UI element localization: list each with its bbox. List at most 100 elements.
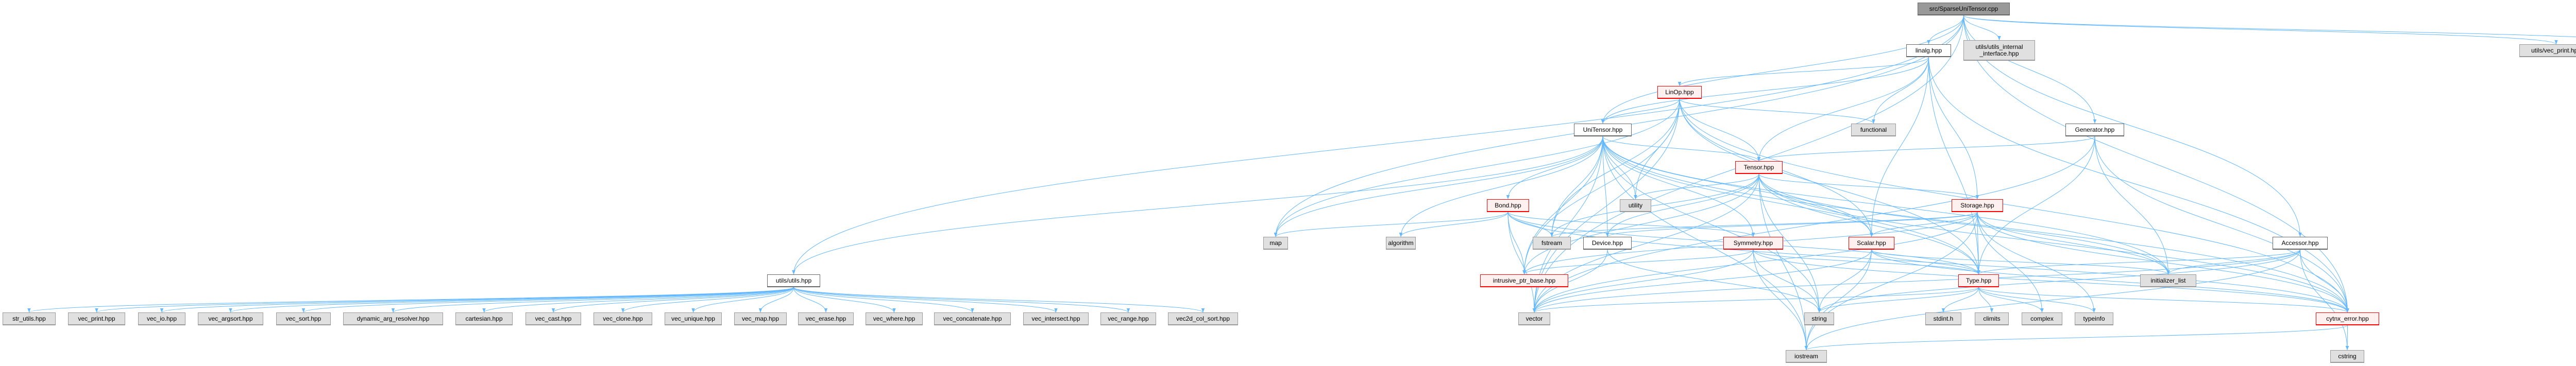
edge-cytnxerr-to-cstring xyxy=(2345,325,2349,351)
node-vec_argsort[interactable]: vec_argsort.hpp xyxy=(198,312,263,325)
node-initlist[interactable]: initializer_list xyxy=(2140,274,2196,287)
node-linop[interactable]: LinOp.hpp xyxy=(1657,86,1702,99)
node-complex[interactable]: complex xyxy=(2022,312,2062,325)
node-vec_erase[interactable]: vec_erase.hpp xyxy=(798,312,854,325)
edge-accessor-to-vector xyxy=(1532,249,2300,313)
edge-unitensor-to-iostream xyxy=(1602,136,1808,351)
node-tensor[interactable]: Tensor.hpp xyxy=(1735,161,1783,174)
edge-symmetry-to-string xyxy=(1753,249,1821,313)
edge-linop-to-map xyxy=(1274,98,1680,237)
edge-linop-to-type xyxy=(1679,98,1980,275)
edge-utils-to-cartesian xyxy=(482,287,794,313)
node-algorithm[interactable]: algorithm xyxy=(1386,237,1416,250)
node-vec_where[interactable]: vec_where.hpp xyxy=(866,312,923,325)
node-linalg[interactable]: linalg.hpp xyxy=(1906,44,1951,57)
node-vec_cast[interactable]: vec_cast.hpp xyxy=(526,312,581,325)
node-vec2d[interactable]: vec2d_col_sort.hpp xyxy=(1168,312,1238,325)
edge-bond-to-fstream xyxy=(1507,212,1554,237)
node-map[interactable]: map xyxy=(1263,237,1288,250)
node-unitensor[interactable]: UniTensor.hpp xyxy=(1574,124,1632,136)
edge-storage-to-typeinfo xyxy=(1977,212,2096,313)
node-fstream[interactable]: fstream xyxy=(1533,237,1571,250)
node-vec_sort[interactable]: vec_sort.hpp xyxy=(276,312,331,325)
edge-scalar-to-string xyxy=(1817,249,1872,313)
edge-storage-to-scalar xyxy=(1870,212,1978,237)
node-vec_unique[interactable]: vec_unique.hpp xyxy=(665,312,722,325)
edge-unitensor-to-tensor xyxy=(1602,136,1761,162)
node-uvp[interactable]: utils/vec_print.hpp xyxy=(2519,44,2576,57)
edge-unitensor-to-device xyxy=(1602,136,1609,237)
edge-linalg-to-type xyxy=(1928,57,1980,275)
node-climits[interactable]: climits xyxy=(1975,312,2009,325)
node-string[interactable]: string xyxy=(1804,312,1834,325)
edge-accessor-to-cytnxerr xyxy=(2300,249,2349,313)
node-functional[interactable]: functional xyxy=(1851,124,1896,136)
edge-utils-to-vec_where xyxy=(793,287,896,313)
edge-utils-to-vec_sort xyxy=(302,287,794,313)
node-utility[interactable]: utility xyxy=(1620,199,1651,212)
node-vec_intersect[interactable]: vec_intersect.hpp xyxy=(1023,312,1089,325)
edge-accessor-to-string xyxy=(1817,249,2300,313)
edge-utils-to-vec_intersect xyxy=(793,287,1058,313)
edge-utils-to-vec_erase xyxy=(793,287,828,313)
edge-symmetry-to-type xyxy=(1753,249,1980,275)
edge-utils-to-dyn xyxy=(392,287,794,313)
edge-tensor-to-type xyxy=(1758,173,1980,275)
edge-utils-to-vec_argsort xyxy=(229,287,794,313)
node-cstring[interactable]: cstring xyxy=(2330,350,2364,363)
node-type[interactable]: Type.hpp xyxy=(1958,274,1999,287)
node-generator[interactable]: Generator.hpp xyxy=(2065,124,2124,136)
edge-tensor-to-cytnxerr xyxy=(1758,173,2349,313)
node-src[interactable]: src/SparseUniTensor.cpp xyxy=(1918,3,2010,15)
node-intrusive[interactable]: intrusive_ptr_base.hpp xyxy=(1480,274,1568,287)
node-vec_range[interactable]: vec_range.hpp xyxy=(1100,312,1156,325)
node-vector[interactable]: vector xyxy=(1518,312,1550,325)
edge-utils-to-vec_unique xyxy=(691,287,794,313)
edge-unitensor-to-initlist xyxy=(1602,136,2170,275)
node-storage[interactable]: Storage.hpp xyxy=(1952,199,2003,212)
edge-type-to-climits xyxy=(1978,287,1994,313)
node-symmetry[interactable]: Symmetry.hpp xyxy=(1723,237,1783,250)
node-cartesian[interactable]: cartesian.hpp xyxy=(455,312,513,325)
node-scalar[interactable]: Scalar.hpp xyxy=(1849,237,1894,250)
node-vec_io[interactable]: vec_io.hpp xyxy=(138,312,185,325)
edge-tensor-to-string xyxy=(1758,173,1821,313)
edge-symmetry-to-intrusive xyxy=(1522,249,1754,275)
edge-generator-to-tensor xyxy=(1757,136,2095,162)
node-vec_map[interactable]: vec_map.hpp xyxy=(734,312,787,325)
node-vec_concatenate[interactable]: vec_concatenate.hpp xyxy=(934,312,1011,325)
edge-unitensor-to-intrusive xyxy=(1522,136,1603,275)
edge-device-to-string xyxy=(1607,249,1821,313)
edge-linalg-to-cytnxerr xyxy=(1928,57,2349,313)
node-cytnxerr[interactable]: cytnx_error.hpp xyxy=(2316,312,2379,325)
node-dyn[interactable]: dynamic_arg_resolver.hpp xyxy=(343,312,443,325)
edge-accessor-to-iostream xyxy=(1804,249,2300,351)
node-uii[interactable]: utils/utils_internal _interface.hpp xyxy=(1963,40,2035,61)
edge-linop-to-fstream xyxy=(1550,98,1680,237)
edge-tensor-to-initlist xyxy=(1758,173,2170,275)
edge-unitensor-to-map xyxy=(1274,136,1603,237)
edge-unitensor-to-utils xyxy=(792,136,1603,275)
node-vec_clone[interactable]: vec_clone.hpp xyxy=(594,312,652,325)
edge-storage-to-type xyxy=(1977,212,1980,275)
node-bond[interactable]: Bond.hpp xyxy=(1487,199,1529,212)
edge-symmetry-to-vector xyxy=(1532,249,1754,313)
edge-unitensor-to-utility xyxy=(1602,136,1637,200)
edge-utils-to-vec_range xyxy=(793,287,1130,313)
edge-linalg-to-functional xyxy=(1872,57,1929,124)
node-device[interactable]: Device.hpp xyxy=(1583,237,1632,250)
node-typeinfo[interactable]: typeinfo xyxy=(2075,312,2113,325)
edge-linalg-to-scalar xyxy=(1870,57,1929,237)
edge-scalar-to-vector xyxy=(1532,249,1872,313)
node-accessor[interactable]: Accessor.hpp xyxy=(2273,237,2328,250)
node-str_utils[interactable]: str_utils.hpp xyxy=(3,312,56,325)
node-vec_print[interactable]: vec_print.hpp xyxy=(68,312,125,325)
edge-utils-to-vec_io xyxy=(160,287,794,313)
node-utils[interactable]: utils/utils.hpp xyxy=(767,274,820,287)
edge-tensor-to-storage xyxy=(1758,173,1979,200)
node-iostream[interactable]: iostream xyxy=(1786,350,1827,363)
node-stdint[interactable]: stdint.h xyxy=(1925,312,1961,325)
edge-utils-to-vec_map xyxy=(758,287,794,313)
edge-generator-to-cytnxerr xyxy=(2094,136,2349,313)
